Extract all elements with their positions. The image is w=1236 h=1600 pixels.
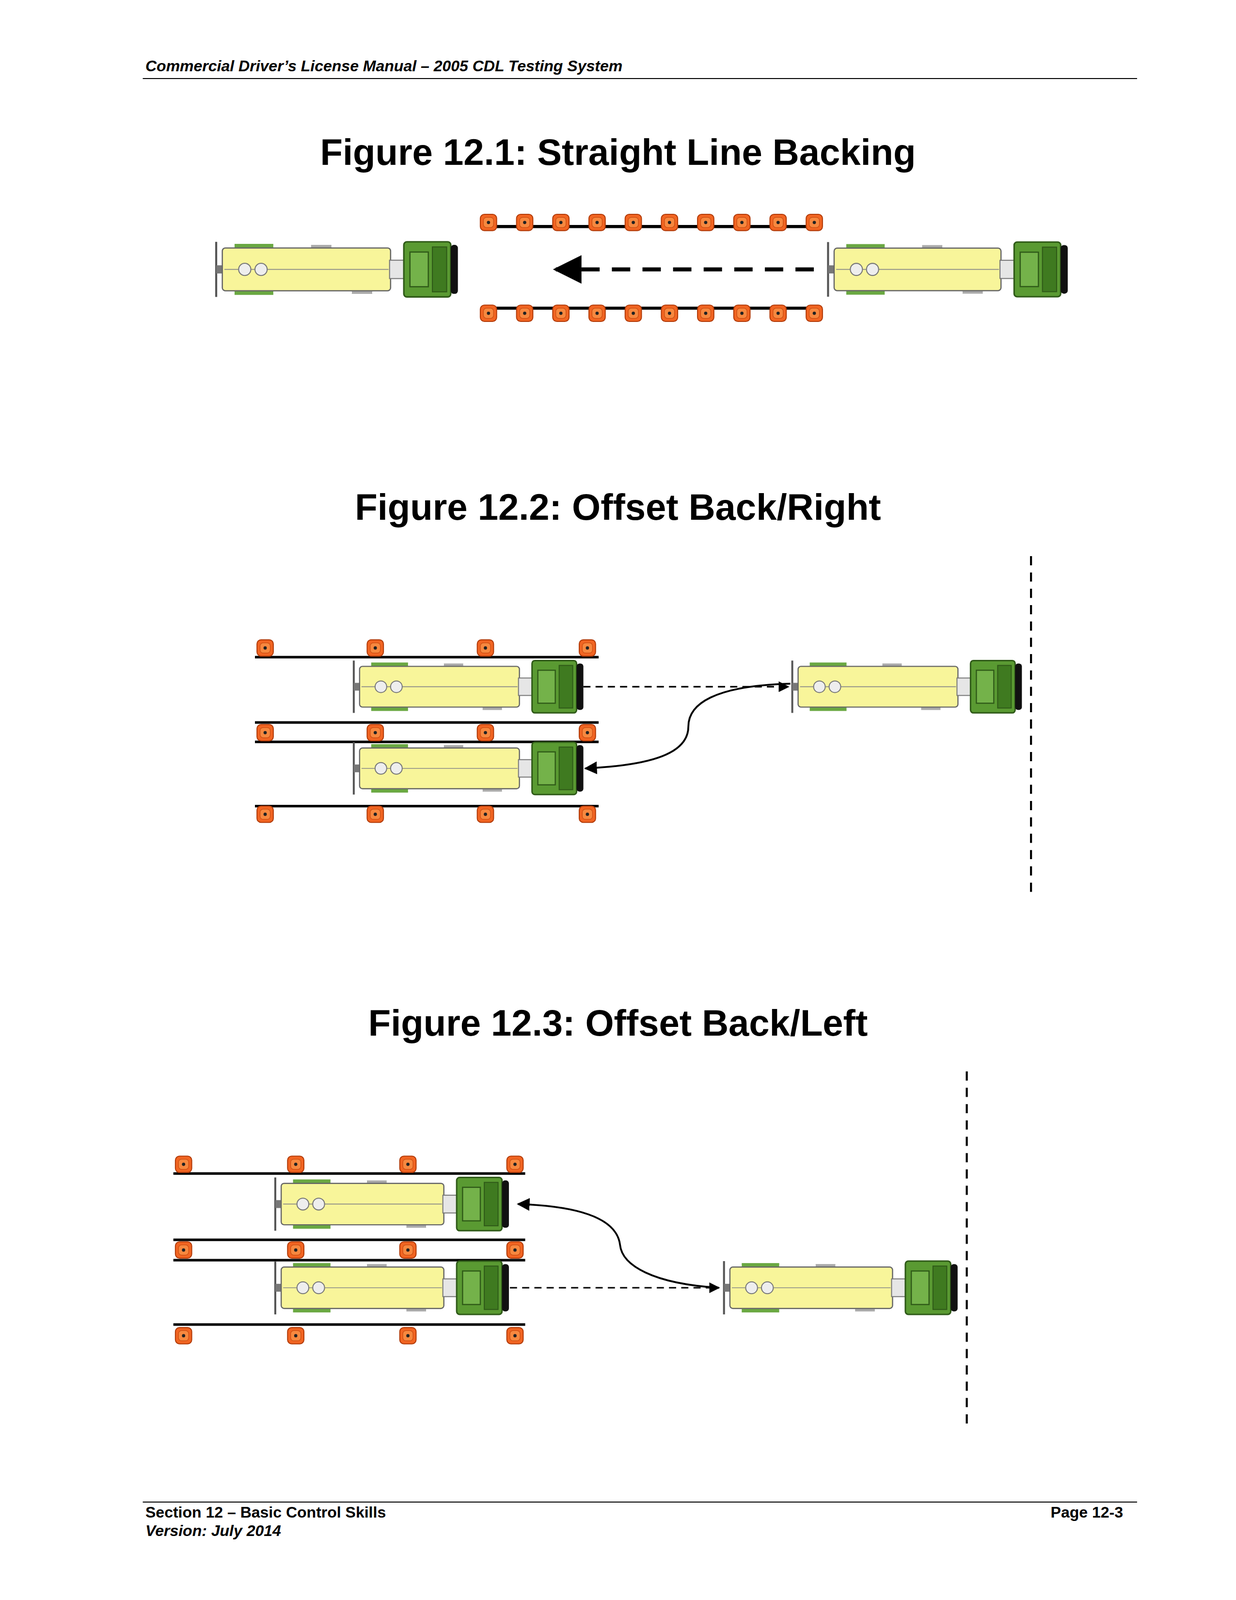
tanker-truck (827, 241, 1068, 297)
traffic-cone (287, 1327, 304, 1344)
traffic-cone (697, 214, 714, 231)
traffic-cone (175, 1156, 192, 1173)
traffic-cone (588, 304, 606, 322)
tanker-truck (353, 742, 584, 795)
tanker-truck (216, 241, 459, 298)
boundary-line (254, 720, 599, 724)
path-arrow (518, 1203, 719, 1288)
traffic-cone (625, 214, 642, 231)
traffic-cone (366, 639, 384, 657)
traffic-cone (507, 1156, 524, 1173)
traffic-cone (769, 214, 787, 231)
traffic-cone (287, 1156, 304, 1173)
traffic-cone (806, 214, 823, 231)
traffic-cone (480, 214, 497, 231)
boundary-line (254, 655, 599, 659)
traffic-cone (256, 724, 274, 741)
boundary-line (487, 224, 814, 228)
traffic-cone (579, 724, 596, 741)
figure-title: Figure 12.2: Offset Back/Right (0, 485, 1236, 528)
traffic-cone (661, 304, 678, 322)
traffic-cone (552, 304, 570, 322)
traffic-cone (769, 304, 787, 322)
tanker-truck (275, 1260, 509, 1315)
traffic-cone (733, 214, 751, 231)
traffic-cone (477, 724, 494, 741)
footer-version: Version: July 2014 (145, 1521, 282, 1540)
traffic-cone (507, 1241, 524, 1258)
page-number: Page 12-3 (1050, 1503, 1124, 1522)
traffic-cone (697, 304, 714, 322)
traffic-cone (175, 1327, 192, 1344)
traffic-cone (579, 806, 596, 823)
traffic-cone (477, 639, 494, 657)
traffic-cone (366, 724, 384, 741)
traffic-cone (477, 806, 494, 823)
tanker-truck (353, 660, 584, 713)
boundary-line (173, 1172, 526, 1175)
traffic-cone (175, 1241, 192, 1258)
traffic-cone (516, 214, 534, 231)
traffic-cone (399, 1327, 417, 1344)
figure-title: Figure 12.3: Offset Back/Left (0, 1001, 1236, 1044)
footer-rule (142, 1501, 1138, 1503)
path-arrow (585, 683, 791, 769)
path-line (965, 1071, 968, 1424)
traffic-cone (516, 304, 534, 322)
running-header: Commercial Driver’s License Manual – 200… (145, 57, 623, 76)
traffic-cone (256, 806, 274, 823)
boundary-line (173, 1237, 526, 1241)
traffic-cone (661, 214, 678, 231)
traffic-cone (579, 639, 596, 657)
footer-section: Section 12 – Basic Control Skills (145, 1503, 386, 1522)
path-arrow (555, 267, 814, 271)
traffic-cone (507, 1327, 524, 1344)
traffic-cone (733, 304, 751, 322)
traffic-cone (625, 304, 642, 322)
traffic-cone (588, 214, 606, 231)
traffic-cone (552, 214, 570, 231)
boundary-line (173, 1322, 526, 1326)
traffic-cone (399, 1241, 417, 1258)
path-line (509, 1286, 719, 1288)
path-line (1030, 555, 1032, 898)
tanker-truck (792, 660, 1023, 713)
tanker-truck (724, 1260, 958, 1315)
traffic-cone (256, 639, 274, 657)
figure-title: Figure 12.1: Straight Line Backing (0, 130, 1236, 174)
traffic-cone (806, 304, 823, 322)
traffic-cone (287, 1241, 304, 1258)
traffic-cone (366, 806, 384, 823)
traffic-cone (399, 1156, 417, 1173)
header-rule (142, 78, 1138, 80)
boundary-line (487, 306, 814, 310)
boundary-line (254, 804, 599, 808)
tanker-truck (275, 1176, 509, 1231)
traffic-cone (480, 304, 497, 322)
